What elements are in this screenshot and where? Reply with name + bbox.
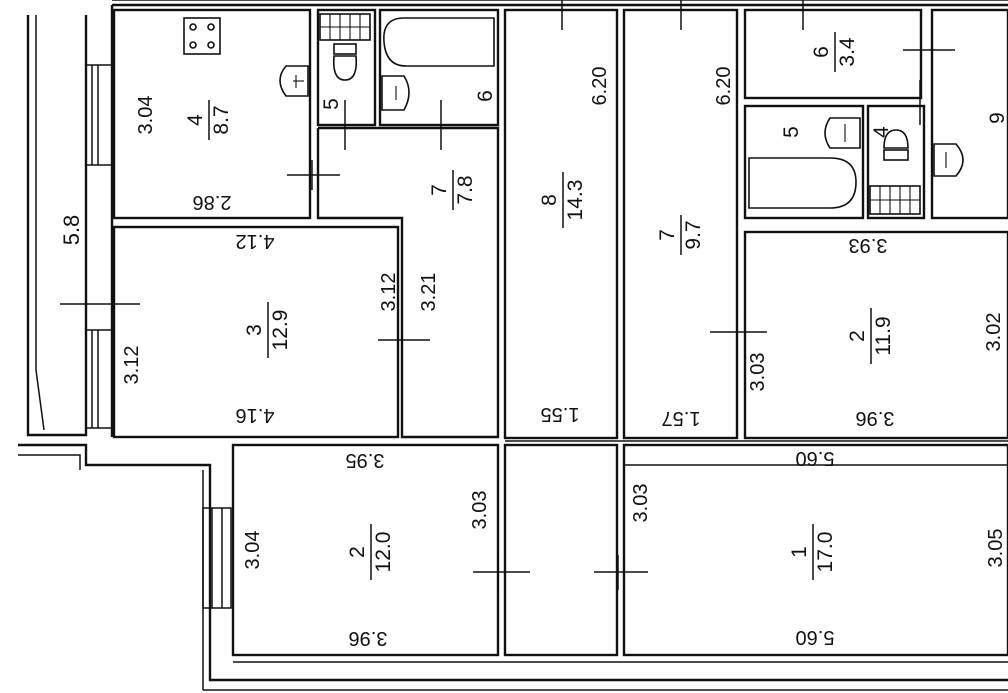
wc-left-label: 6	[474, 90, 497, 102]
dim-room1-right: 3.05	[985, 529, 1007, 568]
room-label-room-1: 1 17.0	[788, 524, 837, 580]
room-area: 12.9	[269, 310, 292, 351]
room-number: 8	[538, 194, 561, 206]
dim-room2l-top: 3.95	[346, 449, 385, 471]
room-area: 17.0	[814, 532, 837, 573]
dim-room3-bottom: 4.16	[236, 404, 275, 426]
walls	[18, 0, 1008, 691]
room-label-corridor-8: 8 14.3	[538, 172, 587, 228]
dim-corridor8-w: 1.55	[541, 403, 580, 425]
dim-kitchen-h: 3.04	[135, 96, 157, 135]
room-number: 1	[788, 546, 811, 558]
small-labels: 5 6 5 4 9	[320, 90, 1008, 138]
shower-tray-icon	[319, 13, 371, 41]
bath-right-label: 5	[780, 126, 803, 138]
room-number: 7	[428, 184, 451, 196]
dim-room2r-bottom: 3.96	[856, 407, 895, 429]
window-room2	[202, 507, 232, 609]
dim-room1-top: 5.60	[796, 447, 835, 469]
room-area: 8.7	[210, 105, 233, 134]
dim-corridor-left-h: 3.21	[418, 273, 440, 312]
bathtub-icon	[383, 17, 495, 67]
room-number: 7	[656, 229, 679, 241]
balcony-outline	[26, 15, 88, 437]
dim-corridor7-h: 6.20	[713, 67, 735, 106]
dimensions: 5.8 3.04 3.12 3.12 3.21 6.20 6.20 3.03 3…	[59, 67, 1007, 649]
dim-balcony: 5.8	[59, 215, 84, 246]
room-area: 9.7	[682, 220, 705, 249]
sink-icon	[279, 65, 309, 97]
room-label-room-2-left: 2 12.0	[346, 524, 395, 580]
dim-room3-right: 3.12	[378, 273, 400, 312]
room-label-kitchen-left: 4 8.7	[184, 100, 233, 140]
room-number: 3	[243, 324, 266, 336]
dim-room2r-top: 3.93	[849, 234, 888, 256]
room-label-corridor-7: 7 9.7	[656, 215, 705, 255]
washbasin-right-icon	[824, 117, 861, 149]
room-number: 2	[346, 546, 369, 558]
room-area: 7.8	[454, 175, 477, 204]
sink-right-icon	[933, 143, 964, 177]
dim-room2r-left: 3.03	[747, 353, 769, 392]
bath-left-label: 5	[320, 98, 343, 110]
window-balcony-bottom	[85, 329, 113, 429]
room-number: 2	[846, 330, 869, 342]
dim-room2l-right: 3.03	[469, 491, 491, 530]
window-balcony-top	[85, 64, 113, 166]
dim-room3-left: 3.12	[121, 346, 143, 385]
wc-right-label: 4	[870, 126, 893, 138]
dim-corridor8-h: 6.20	[589, 67, 611, 106]
room-number: 4	[184, 114, 207, 126]
washbasin-icon	[381, 75, 410, 111]
toilet-icon	[332, 43, 358, 81]
room-label-room-2-right: 2 11.9	[846, 308, 895, 364]
room-area: 3.4	[836, 37, 859, 67]
door-markers	[287, 0, 955, 590]
room-area: 12.0	[372, 532, 395, 573]
dim-room1-left: 3.03	[630, 484, 652, 523]
stove-icon	[183, 17, 221, 55]
dim-corridor7-w: 1.57	[662, 407, 701, 429]
room-number: 6	[810, 46, 833, 58]
room-label-kitchen-right: 6 3.4	[810, 32, 859, 72]
dim-room2l-bottom: 3.96	[349, 627, 388, 649]
dim-room2l-left: 3.04	[242, 531, 264, 570]
dim-room1-bottom: 5.60	[796, 626, 835, 648]
partial-room-label: 9	[986, 112, 1008, 124]
room-label-room-3: 3 12.9	[243, 302, 292, 358]
room-labels: 4 8.7 7 7.8 3 12.9 8 14.3 7 9.7 6 3.4	[184, 32, 895, 580]
toilet-right-icon	[883, 129, 909, 161]
room-area: 14.3	[564, 180, 587, 221]
bathtub-right-icon	[748, 157, 857, 209]
fixtures	[183, 13, 964, 215]
dim-room3-top: 4.12	[236, 230, 275, 252]
balcony-rail	[35, 15, 45, 431]
dim-kitchen-w: 2.86	[193, 191, 232, 213]
dim-room2r-right: 3.02	[983, 313, 1005, 352]
room-label-corridor-left: 7 7.8	[428, 170, 477, 210]
shower-tray-right-icon	[869, 185, 921, 215]
room-area: 11.9	[872, 316, 895, 355]
